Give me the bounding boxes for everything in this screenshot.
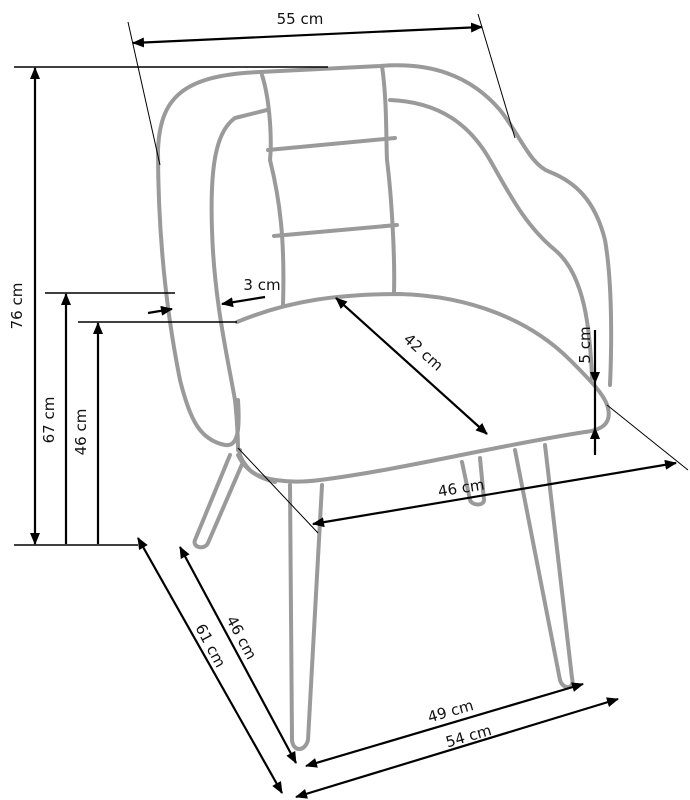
dim-line-seat-width [312,459,677,528]
label-armrest-height: 67 cm [40,397,58,444]
back-panel-upper-seam [266,136,397,152]
dim-line-overall-depth [137,537,283,794]
chair-left-side-outer [156,148,241,448]
chair-shell-outer [156,63,614,387]
label-side-thickness: 3 cm [243,276,280,294]
dim-line-seat-depth [335,297,488,435]
label-leg-width: 49 cm [426,696,476,726]
chair-inner-left [209,108,269,452]
dim-line-side-thickness [221,295,266,308]
back-panel-left-seam [260,73,286,307]
dim-line-leg-width [305,682,584,768]
front-left-leg [288,483,324,751]
label-overall-height: 76 cm [8,283,26,330]
label-overall-width: 55 cm [277,10,324,28]
chair-inner-right [388,98,594,380]
dimension-lines [14,13,689,799]
label-base-width: 54 cm [444,721,494,751]
back-panel-right-seam [380,64,397,295]
dim-line-base-width [295,697,619,799]
chair-outline [156,63,614,751]
dim-line-overall-width [132,22,483,48]
seat-cushion [235,292,611,484]
left-armrest-front [236,453,277,484]
back-panel-lower-seam [272,223,399,238]
label-seat-height: 46 cm [72,409,90,456]
back-left-leg [192,453,245,550]
dim-line-leg-depth [179,546,297,764]
label-armrest-offset: 5 cm [576,326,594,363]
label-seat-depth: 42 cm [400,330,447,375]
